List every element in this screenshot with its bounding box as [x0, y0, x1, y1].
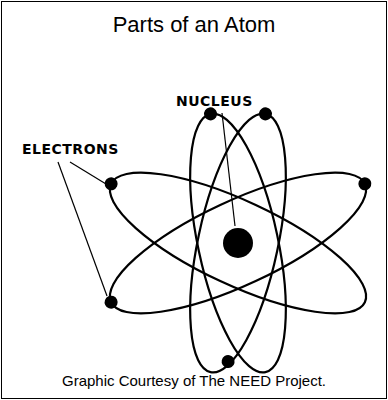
orbit: [93, 146, 382, 340]
orbit: [171, 106, 304, 381]
nucleus: [223, 228, 253, 258]
leader-line: [222, 113, 235, 226]
leader-line: [58, 162, 107, 296]
leader-line: [70, 162, 106, 184]
diagram-title: Parts of an Atom: [0, 12, 388, 38]
electron: [220, 354, 235, 369]
electron: [356, 175, 373, 192]
diagram-caption: Graphic Courtesy of The NEED Project.: [0, 372, 388, 389]
part-label: ELECTRONS: [22, 141, 119, 157]
orbit: [93, 146, 382, 340]
orbit: [171, 106, 304, 381]
electron: [258, 106, 273, 121]
part-label: NUCLEUS: [176, 93, 253, 109]
electron: [102, 294, 119, 311]
